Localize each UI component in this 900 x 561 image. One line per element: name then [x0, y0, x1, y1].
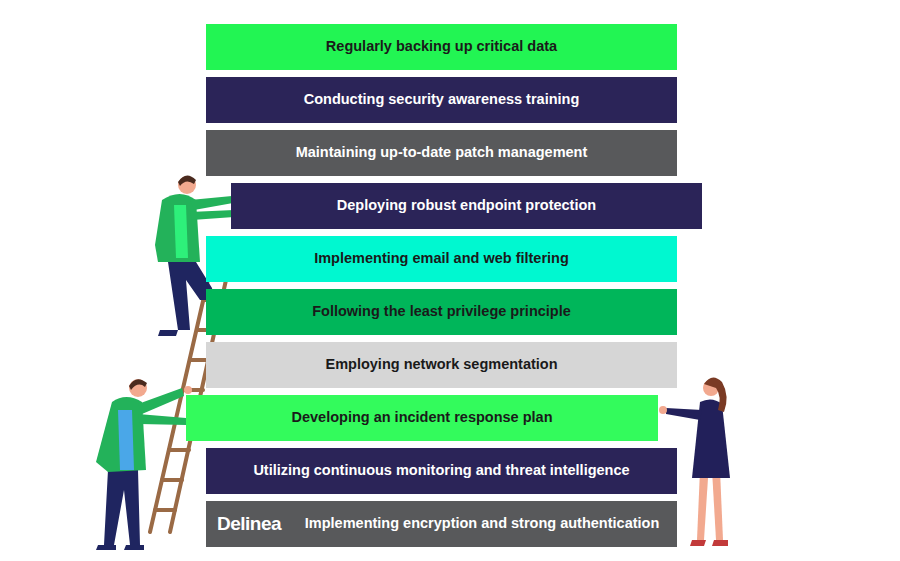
band-label: Regularly backing up critical data	[326, 38, 557, 55]
band-label: Developing an incident response plan	[291, 409, 552, 426]
layer-band: Delinea Implementing encryption and stron…	[206, 501, 677, 547]
layer-band: Conducting security awareness training	[206, 77, 677, 123]
layer-band: Developing an incident response plan	[186, 395, 658, 441]
man-standing	[96, 379, 194, 550]
band-label: Conducting security awareness training	[304, 91, 580, 108]
layer-band: Deploying robust endpoint protection	[231, 183, 702, 229]
layer-band: Regularly backing up critical data	[206, 24, 677, 70]
layer-band: Utilizing continuous monitoring and thre…	[206, 448, 677, 494]
band-label: Utilizing continuous monitoring and thre…	[253, 462, 629, 479]
band-label: Implementing email and web filtering	[314, 250, 569, 267]
layer-band: Implementing email and web filtering	[206, 236, 677, 282]
band-label: Following the least privilege principle	[312, 303, 571, 320]
band-label: Maintaining up-to-date patch management	[296, 144, 588, 161]
brand-logo: Delinea	[217, 513, 281, 535]
layer-band: Employing network segmentation	[206, 342, 677, 388]
band-label: Employing network segmentation	[325, 356, 557, 373]
band-label: Deploying robust endpoint protection	[337, 197, 596, 214]
layer-band: Following the least privilege principle	[206, 289, 677, 335]
layer-band: Maintaining up-to-date patch management	[206, 130, 677, 176]
band-label: Implementing encryption and strong authe…	[305, 515, 659, 532]
